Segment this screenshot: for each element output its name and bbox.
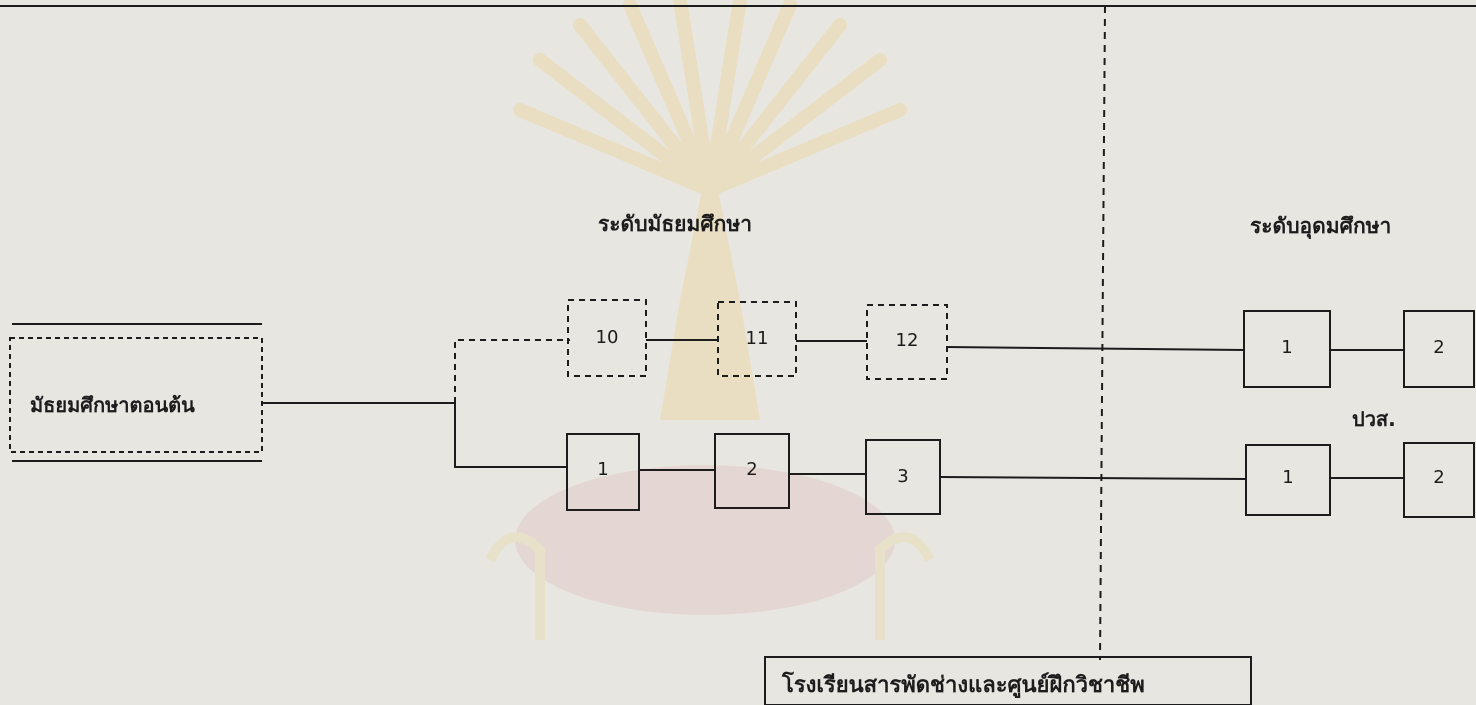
emblem-spire [660, 150, 760, 420]
connector-3-to-higher [939, 476, 1247, 480]
secondary-level-heading: ระดับมัธยมศึกษา [598, 212, 753, 236]
higher-lower-box-2 [1403, 442, 1475, 518]
caption-box [764, 656, 1252, 705]
lower-secondary-box [9, 337, 263, 453]
lower-secondary-label: มัธยมศึกษาตอนต้น [30, 393, 195, 417]
higher-level-heading: ระดับอุดมศึกษา [1250, 214, 1392, 238]
higher-lower-node-1: 1 [1282, 467, 1294, 488]
higher-lower-label: ปวส. [1352, 407, 1396, 431]
emblem-rays [513, 0, 907, 197]
higher-upper-node-1: 1 [1281, 337, 1293, 358]
emblem-base [485, 532, 935, 640]
higher-upper-node-2: 2 [1433, 337, 1445, 358]
vocational-node-3: 3 [897, 466, 909, 487]
connector-12-to-higher [946, 346, 1245, 351]
caption-label: โรงเรียนสารพัดช่างและศูนย์ฝึกวิชาชีพ [782, 673, 1145, 698]
vocational-node-1: 1 [597, 459, 609, 480]
level-divider-dashed [1099, 5, 1106, 661]
vocational-box-1 [566, 433, 640, 511]
higher-lower-node-2: 2 [1433, 467, 1445, 488]
connector-branch-vocational [454, 403, 568, 468]
emblem-watermark [485, 0, 935, 640]
vocational-node-2: 2 [746, 459, 758, 480]
connector-branch-academic-dashed [454, 339, 570, 403]
academic-node-10: 10 [595, 327, 619, 348]
higher-lower-box-1 [1245, 444, 1331, 516]
emblem-cushion [515, 465, 895, 615]
academic-node-11: 11 [745, 328, 769, 349]
academic-node-12: 12 [895, 330, 919, 351]
academic-box-10 [567, 299, 647, 377]
